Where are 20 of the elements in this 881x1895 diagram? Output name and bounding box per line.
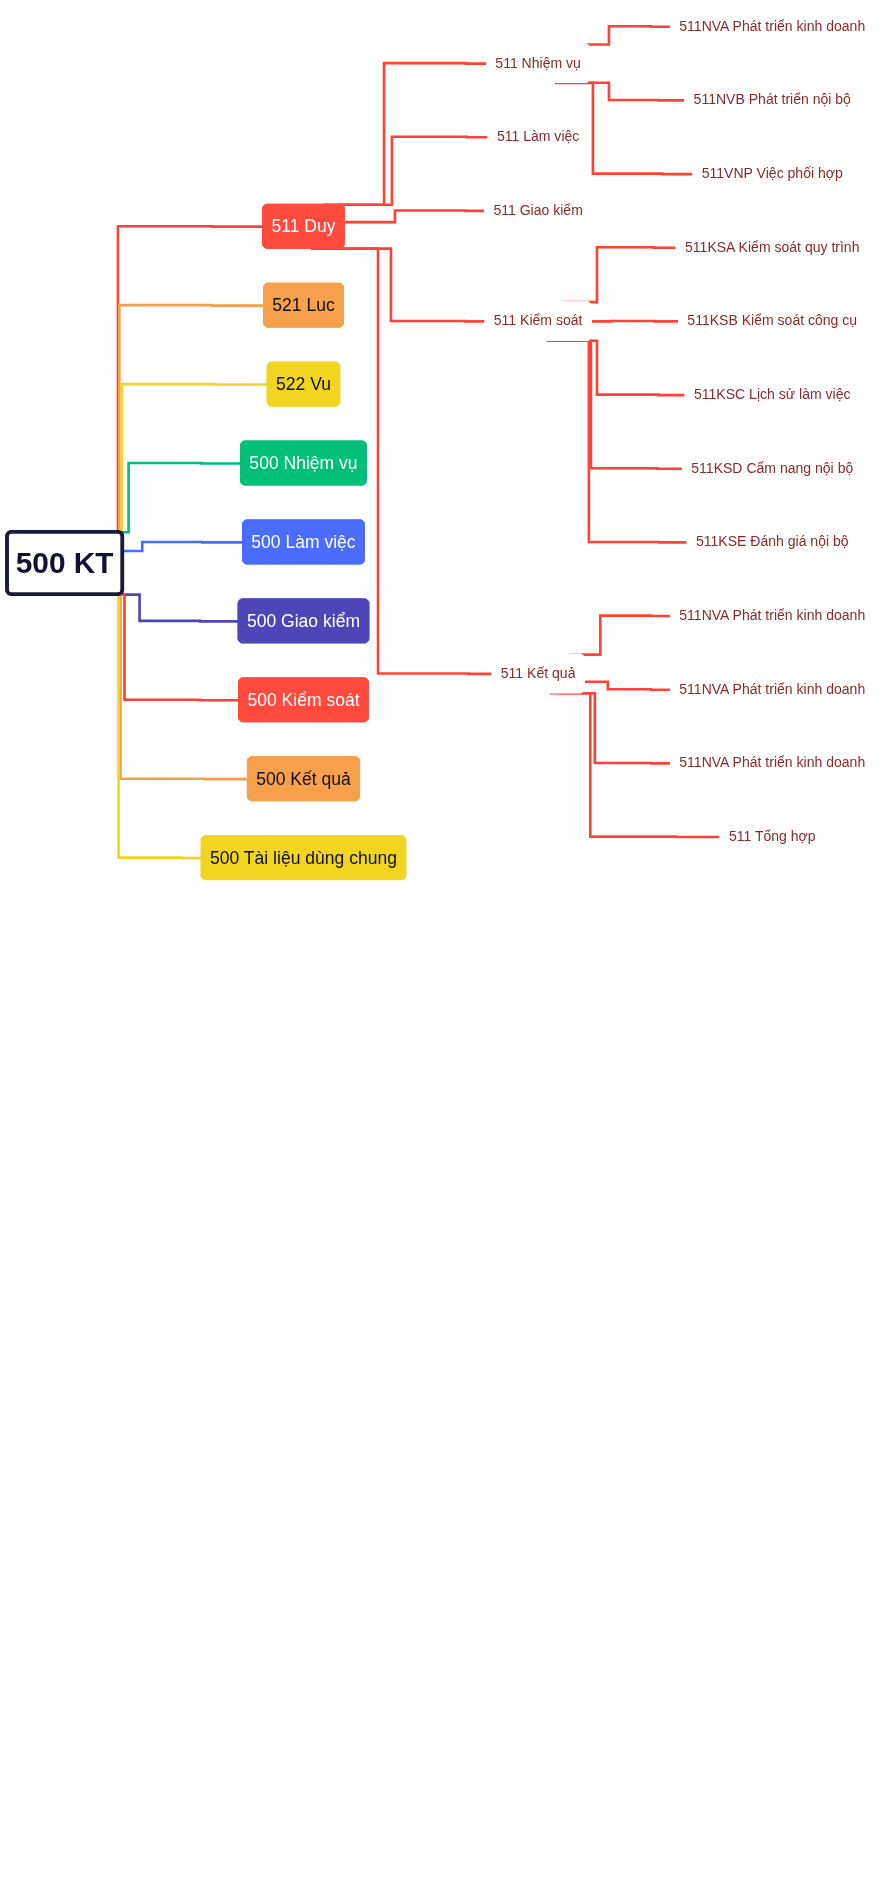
node-text: 511NVB Phát triển nội bộ xyxy=(693,92,851,107)
node-text: 511NVA Phát triển kinh doanh xyxy=(679,755,866,770)
node-text: 511 Làm việc xyxy=(496,128,580,144)
node-text: 511KSC Lịch sử làm việc xyxy=(694,386,851,402)
connector xyxy=(344,209,486,224)
node-text: 511NVA Phát triển kinh doanh xyxy=(679,18,866,34)
connector xyxy=(591,319,680,323)
connector xyxy=(554,81,694,176)
node-text: 511KSA Kiểm soát quy trình xyxy=(685,239,860,255)
node-text: 511NVA Phát triển kinh doanh xyxy=(679,607,866,623)
connector xyxy=(586,25,671,46)
node-text: 511NVA Phát triển kinh doanh xyxy=(679,681,866,697)
connector xyxy=(549,691,721,839)
node-text: 511KSE Đánh giá nội bộ xyxy=(695,534,849,549)
node-text: 511VNP Việc phối hợp xyxy=(701,165,843,181)
node-text: 511KSB Kiểm soát công cụ xyxy=(687,313,858,328)
node-text: 511 Tổng hợp xyxy=(728,828,816,844)
connector xyxy=(584,680,671,692)
node-text: 511 Giao kiểm xyxy=(493,202,583,218)
node-text: 511KSD Cẩm nang nội bộ xyxy=(691,460,854,476)
